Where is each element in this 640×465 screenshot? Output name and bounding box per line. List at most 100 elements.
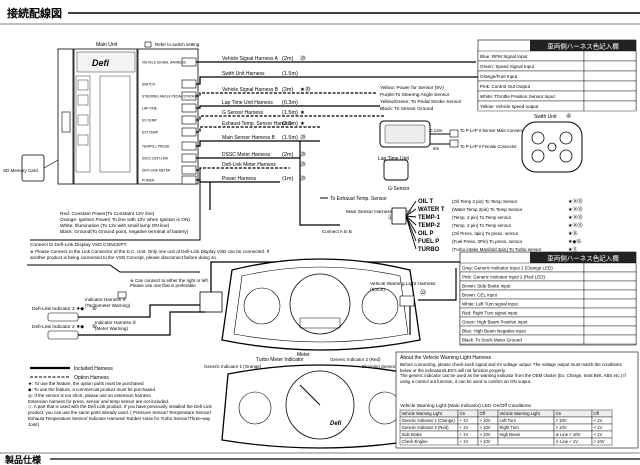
harness-name: G Sensor Harness	[222, 110, 264, 116]
led-table-text: > 10V	[556, 425, 567, 430]
lap-female-connector: To P-LAP II Female Connector	[460, 144, 517, 149]
warning-about: About the Vehicle Warning Light Harness	[400, 355, 491, 361]
led-table-text: ⊕ Line > 10V	[556, 432, 581, 437]
main-unit-port	[181, 165, 197, 175]
warning-item: Black: To Stock Meter Ground	[462, 338, 522, 343]
main-unit-port-label: EX-TEMP	[142, 119, 157, 123]
warning-color-cell	[583, 316, 637, 327]
warning-cond-title: Vehicle Warning Light (Main Indicator) L…	[400, 403, 532, 409]
vsd-note: ※ Please Connect to the Link Connector o…	[30, 249, 270, 260]
harness-line	[196, 140, 320, 147]
vehicle-signal-color-cell	[583, 70, 637, 82]
harness-num: ⑳	[300, 150, 306, 158]
sensor-marks: ★⑭⑮	[568, 214, 582, 221]
led-table-text: > 10V	[480, 418, 491, 423]
meter-brand: Defi	[330, 421, 342, 427]
vehicle-signal-color-cell	[583, 50, 637, 62]
led-table-text: + 1V	[460, 425, 469, 430]
sensor-desc: (Oil Press. 3pin) To press. sensor	[452, 231, 519, 236]
vehicle-signal-color-box: 車両側ハーネス色記入欄 Blue: RPM Signal InputGreen:…	[477, 39, 637, 112]
main-unit-port-label: STEERING ANGLE PEDAL STROKE	[142, 95, 198, 99]
turbo-indicator-label: Turbo Meter Indicator	[256, 357, 304, 363]
vehicle-signal-item: Yellow: Vehicle speed output	[480, 104, 539, 109]
harness-name: Swith Unit Harness	[222, 71, 265, 77]
warning-note-2: The generic indicator can be used as the…	[400, 373, 626, 384]
steering-line-2: Purple:To Steering Angle Sensor	[380, 92, 450, 98]
main-unit: Defi VEHICLE SIGNAL HARNESSSWITCHSTEERIN…	[57, 48, 199, 185]
power-line-1: Red: Constant Power(To Constatnt 12V lin…	[60, 211, 155, 217]
harness-name: Exhaust Temp. Sensor Harness	[222, 121, 293, 127]
vehicle-signal-color-cell	[583, 80, 637, 92]
vwl-harness-label: Vehicle Warning Light Harness (50cm)	[370, 282, 436, 293]
sensor-name: OIL T	[418, 199, 434, 205]
steering-line-4: Black: To Sensor Ground	[380, 106, 434, 112]
warning-color-box: 車両側ハーネス色記入欄 Gray: Generic Indicator Inpu…	[459, 251, 637, 346]
svg-text:Main Sensor Harness A (0.4m): Main Sensor Harness A (0.4m)	[346, 209, 412, 215]
harness-num: ★	[300, 120, 305, 127]
legend-optional: Option Harness	[74, 375, 109, 381]
warning-color-cell	[583, 271, 637, 282]
led-table-text: Left Turn	[500, 418, 517, 423]
power-harness-colors: Red: Constant Power(To Constatnt 12V lin…	[60, 211, 190, 235]
vehicle-signal-box-title: 車両側ハーネス色記入欄	[547, 42, 619, 51]
harness-length: (1.5m)	[282, 135, 298, 141]
warning-note-body: Before connecting, please check each sig…	[400, 362, 634, 384]
sensor-marks: ★⑭⑮	[568, 198, 582, 205]
exhaust-label: To Exhaust Temp. Sensor	[330, 196, 387, 202]
harness-num: ⑳	[300, 54, 306, 62]
header-title: 接続配線図	[7, 6, 62, 20]
defi-link-area: ※ Can connect to either the right or lef…	[27, 261, 460, 340]
legend-note-4: ◇: A part that is used with the Defi Lin…	[28, 404, 212, 427]
led-table-text: Side Brake	[402, 432, 423, 437]
vsd-label: Connect to Defi-Link Display VSD CONCEPT…	[30, 242, 127, 248]
sensor-desc: (Water Temp 2pin) To Temp Sensor	[452, 207, 523, 212]
vehicle-signal-item: White: Throttle Position Sensor Input	[480, 94, 555, 99]
sensor-desc: (Temp. 2 pin) To Temp sensor	[452, 223, 512, 228]
main-unit-port	[181, 141, 197, 151]
harness-length: (0.3m)	[282, 100, 298, 106]
harness-length: (1.5m)	[282, 110, 298, 116]
led-table-text: > 10V	[556, 418, 567, 423]
harness-length: (2m)	[282, 87, 293, 93]
vehicle-signal-item: Orange/Fuel Input	[480, 74, 518, 79]
led-table-cell	[591, 437, 613, 446]
harness-length: (2.5m)	[282, 121, 298, 127]
led-table-text: > 10V	[594, 439, 605, 444]
led-table-text: Vehicle Warning Light	[402, 411, 443, 416]
led-table-text: On	[460, 411, 466, 416]
main-unit-port	[181, 153, 197, 163]
vehicle-signal-color-cell	[583, 60, 637, 72]
harness-num: ★⑳	[300, 85, 311, 93]
steering-sensor-lines: Yellow: Power for Sensor (5V) Purple:To …	[380, 85, 462, 112]
led-table-text: + 1V	[460, 439, 469, 444]
meter-cluster: Defi Meter Turbo Meter Indicator Generic…	[204, 258, 421, 449]
sensor-desc: (Fuel Press. 3Pin) To press. sensor	[452, 239, 523, 244]
warning-item: White: Left Turn signal input	[462, 302, 519, 307]
sensor-name: TEMP-1	[418, 215, 441, 221]
warning-color-cell	[583, 289, 637, 300]
led-table-text: Generic Indicator 1 (Orange)	[402, 418, 456, 423]
warning-color-cell	[583, 262, 637, 273]
g-sensor: G-Sensor	[383, 159, 410, 192]
power-line-4: Black: Ground(To Ground point, negative …	[60, 229, 189, 235]
led-table-text: On	[556, 411, 562, 416]
main-sensor-num: ㉑	[388, 214, 394, 222]
harness-length: (2m)	[282, 56, 293, 62]
sd-card-label: SD Memory Card	[3, 168, 38, 173]
harness-name: Power Harness	[222, 176, 257, 182]
main-unit-port-label: DSCC DEFI-LINK	[142, 157, 169, 161]
led-table-text: Check Engine	[402, 439, 429, 444]
main-unit-port-label: POWER	[142, 179, 155, 183]
main-unit-port	[181, 79, 197, 89]
led-table-cell	[497, 437, 555, 446]
sensor-marks: ★⑯	[568, 230, 577, 237]
harness-name: Lap Time Unit Harness	[222, 100, 273, 106]
sensor-name: TURBO	[418, 247, 440, 253]
main-unit-label: Main Unit	[96, 42, 118, 48]
harness-length: (1m)	[282, 176, 293, 182]
vehicle-signal-item: Blue: RPM Signal Input	[480, 54, 528, 59]
main-unit-port-label: EXT.TEMP	[142, 131, 159, 135]
